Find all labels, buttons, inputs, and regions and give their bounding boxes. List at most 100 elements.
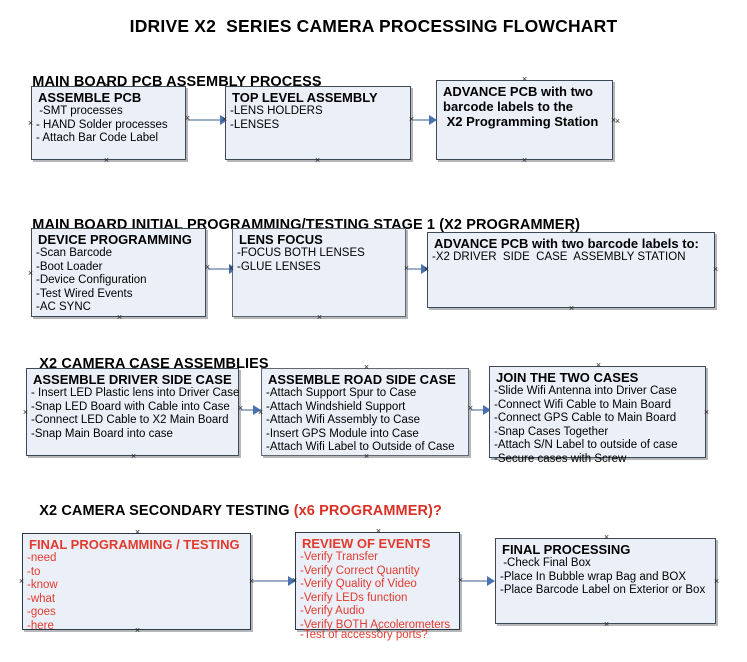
connection-handle-bottom[interactable] — [316, 314, 323, 321]
process-box-advance-pcb-driver-side[interactable]: ADVANCE PCB with two barcode labels to: … — [427, 232, 715, 308]
process-box-review-of-events[interactable]: REVIEW OF EVENTS -Verify Transfer -Verif… — [295, 532, 460, 641]
process-box-advance-pcb-station[interactable]: ADVANCE PCB with two barcode labels to t… — [436, 80, 613, 160]
box-title: ADVANCE PCB with two — [443, 84, 593, 99]
box-line: -Scan Barcode — [36, 247, 113, 259]
connection-handle-left[interactable] — [257, 409, 264, 416]
connection-handle-bottom[interactable] — [134, 627, 141, 634]
process-box-device-programming[interactable]: DEVICE PROGRAMMING -Scan Barcode -Boot L… — [31, 228, 206, 317]
box-line: -GLUE LENSES — [237, 260, 321, 273]
box-line: -Attach S/N Label to outside of case — [494, 439, 678, 452]
box-line: -Attach Support Spur to Case — [266, 387, 417, 399]
box-title: ASSEMBLE DRIVER SIDE CASE — [33, 372, 232, 387]
connection-handle-left[interactable] — [291, 577, 298, 584]
box-line: -Snap LED Board with Cable into Case — [31, 400, 230, 413]
connection-handle-left[interactable] — [22, 409, 29, 416]
connector-arrowhead — [483, 405, 491, 415]
connection-handle-top[interactable] — [314, 82, 321, 89]
connector-line — [241, 409, 262, 411]
box-line: -Verify LEDs function — [300, 591, 408, 604]
box-line: -to — [27, 565, 41, 578]
box-line: -SMT processes — [36, 105, 123, 117]
box-line: -Snap Cases Together — [494, 425, 609, 438]
connection-handle-bottom[interactable] — [603, 621, 610, 628]
process-box-assemble-road-side-case[interactable]: ASSEMBLE ROAD SIDE CASE -Attach Support … — [261, 368, 469, 456]
connection-handle-top[interactable] — [116, 224, 123, 231]
page-title: IDRIVE X2 SERIES CAMERA PROCESSING FLOWC… — [129, 16, 618, 36]
connection-handle-top[interactable] — [521, 76, 528, 83]
box-line: -Snap Main Board into case — [31, 427, 173, 440]
box-line: -Verify BOTH Accolerometers — [300, 618, 451, 631]
connector-arrowhead — [429, 115, 437, 125]
connector-line — [408, 268, 426, 270]
process-box-lens-focus[interactable]: LENS FOCUS -FOCUS BOTH LENSES -GLUE LENS… — [232, 228, 406, 317]
connection-handle-top[interactable] — [134, 529, 141, 536]
box-line: -Attach Wifi Assembly to Case — [266, 414, 421, 427]
connector-line — [253, 580, 295, 582]
process-box-assemble-driver-side-case[interactable]: ASSEMBLE DRIVER SIDE CASE - Insert LED P… — [26, 368, 239, 456]
connection-handle-left[interactable] — [27, 120, 34, 127]
connection-handle-bottom[interactable] — [521, 157, 528, 164]
connection-handle-bottom[interactable] — [363, 453, 370, 460]
box-line: -LENSES — [230, 118, 280, 131]
connection-handle-top[interactable] — [130, 364, 137, 371]
process-box-join-the-two-cases[interactable]: JOIN THE TWO CASES -Slide Wifi Antenna i… — [489, 366, 706, 465]
connection-handle-top[interactable] — [316, 224, 323, 231]
box-title: ADVANCE PCB with two barcode labels to: — [434, 236, 699, 251]
connection-handle-bottom[interactable] — [314, 157, 321, 164]
process-box-top-level-assembly[interactable]: TOP LEVEL ASSEMBLY -LENS HOLDERS -LENSES — [225, 86, 411, 160]
connector-line — [462, 580, 494, 582]
box-line: -what — [27, 592, 56, 605]
connection-handle-bottom[interactable] — [103, 157, 110, 164]
connection-handle-bottom[interactable] — [130, 453, 137, 460]
connection-handle-right[interactable] — [703, 409, 710, 416]
connection-handle-mid[interactable] — [184, 115, 191, 122]
process-box-assemble-pcb[interactable]: ASSEMBLE PCB -SMT processes - HAND Solde… — [31, 86, 186, 160]
box-line: -Boot Loader — [36, 260, 103, 273]
box-line: -know — [27, 579, 58, 592]
box-title: ASSEMBLE PCB — [38, 90, 142, 105]
box-line: -Place In Bubble wrap Bag and BOX — [500, 570, 687, 583]
connection-handle-left[interactable] — [221, 116, 228, 123]
box-line: - Attach Bar Code Label — [36, 132, 159, 145]
connection-handle-bottom[interactable] — [568, 305, 575, 312]
connection-handle-left[interactable] — [423, 266, 430, 273]
box-line: -Insert GPS Module into Case — [266, 427, 419, 440]
connection-handle-right[interactable] — [713, 578, 720, 585]
box-title: DEVICE PROGRAMMING — [38, 232, 192, 247]
connection-handle-top[interactable] — [103, 82, 110, 89]
connector-line — [188, 119, 226, 121]
connection-handle-bottom[interactable] — [116, 314, 123, 321]
process-box-final-processing[interactable]: FINAL PROCESSING -Check Final Box -Place… — [495, 538, 716, 624]
connection-handle-top[interactable] — [595, 362, 602, 369]
connection-handle-left[interactable] — [27, 270, 34, 277]
box-line: -Attach Windshield Support — [266, 400, 406, 413]
connection-handle-mid[interactable] — [204, 264, 211, 271]
connection-handle-bottom[interactable] — [375, 627, 382, 634]
box-line: -Secure cases with Screw — [494, 452, 627, 465]
box-title: TOP LEVEL ASSEMBLY — [232, 90, 378, 105]
box-line: -Slide Wifi Antenna into Driver Case — [494, 385, 677, 397]
connection-handle-top[interactable] — [568, 228, 575, 235]
box-line: -Verify Transfer — [300, 551, 378, 563]
connection-handle-top[interactable] — [603, 534, 610, 541]
box-title: LENS FOCUS — [239, 232, 323, 247]
connection-handle-left[interactable] — [18, 578, 25, 585]
connection-handle-top[interactable] — [363, 364, 370, 371]
box-line: -Place Barcode Label on Exterior or Box — [500, 584, 706, 597]
box-line: -Connect Wifi Cable to Main Board — [494, 398, 672, 411]
box-overflow-line: -Test of accessory ports? — [300, 629, 428, 642]
box-line: -FOCUS BOTH LENSES — [237, 247, 365, 259]
process-box-final-programming-testing[interactable]: FINAL PROGRAMMING / TESTING -need -to -k… — [22, 533, 251, 632]
section-header-accent: (x6 PROGRAMMER)? — [293, 503, 442, 519]
connection-handle-mid[interactable] — [467, 405, 474, 412]
box-line: -Verify Quality of Video — [300, 578, 417, 591]
connection-handle-left[interactable] — [228, 265, 235, 272]
connection-handle-free[interactable] — [614, 118, 621, 125]
box-line: -need — [27, 552, 57, 564]
connection-handle-mid[interactable] — [237, 405, 244, 412]
section-header-text: X2 CAMERA SECONDARY TESTING — [39, 503, 294, 519]
box-line: -AC SYNC — [36, 301, 91, 314]
connection-handle-top[interactable] — [375, 528, 382, 535]
connection-handle-right[interactable] — [712, 266, 719, 273]
box-line: -Verify Correct Quantity — [300, 564, 420, 577]
